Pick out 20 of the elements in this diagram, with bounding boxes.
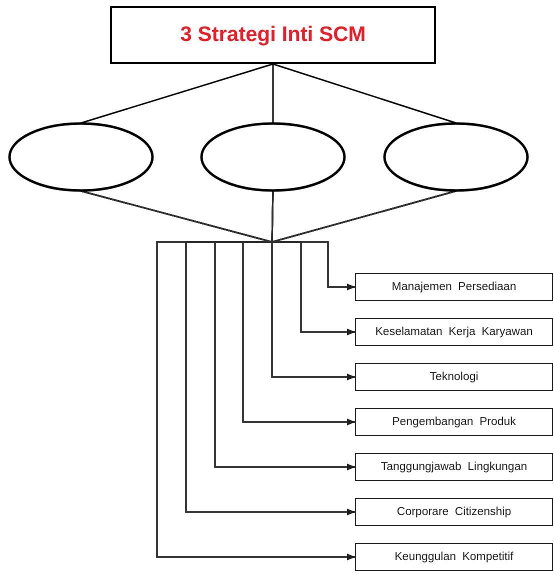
strategy-label: Pengembangan Produk [392, 416, 516, 428]
arrow [156, 190, 456, 560]
strategy-box [355, 273, 553, 301]
strategy-box [355, 318, 553, 346]
strategy-label: Tanggungjawab Lingkungan [380, 461, 528, 473]
strategy-label: Keselamatan Kerja Karyawan [375, 326, 533, 338]
title-text: 3 Strategi Inti SCM [180, 23, 366, 47]
strategy-label: Corporare Citizenship [396, 506, 512, 518]
title-box [110, 6, 436, 64]
strategy-label: Teknologi [430, 371, 478, 383]
strategy-box [355, 453, 553, 481]
strategy-box [355, 408, 553, 436]
strategy-label: Keunggulan Kompetitif [394, 551, 514, 563]
connector-line [272, 64, 274, 123]
strategy-box [355, 543, 553, 571]
strategy-label: Manajemen Persediaan [392, 281, 516, 293]
connector-line [272, 63, 456, 124]
strategy-box [355, 498, 553, 526]
connector-line [80, 63, 274, 124]
strategy-box [355, 363, 553, 391]
